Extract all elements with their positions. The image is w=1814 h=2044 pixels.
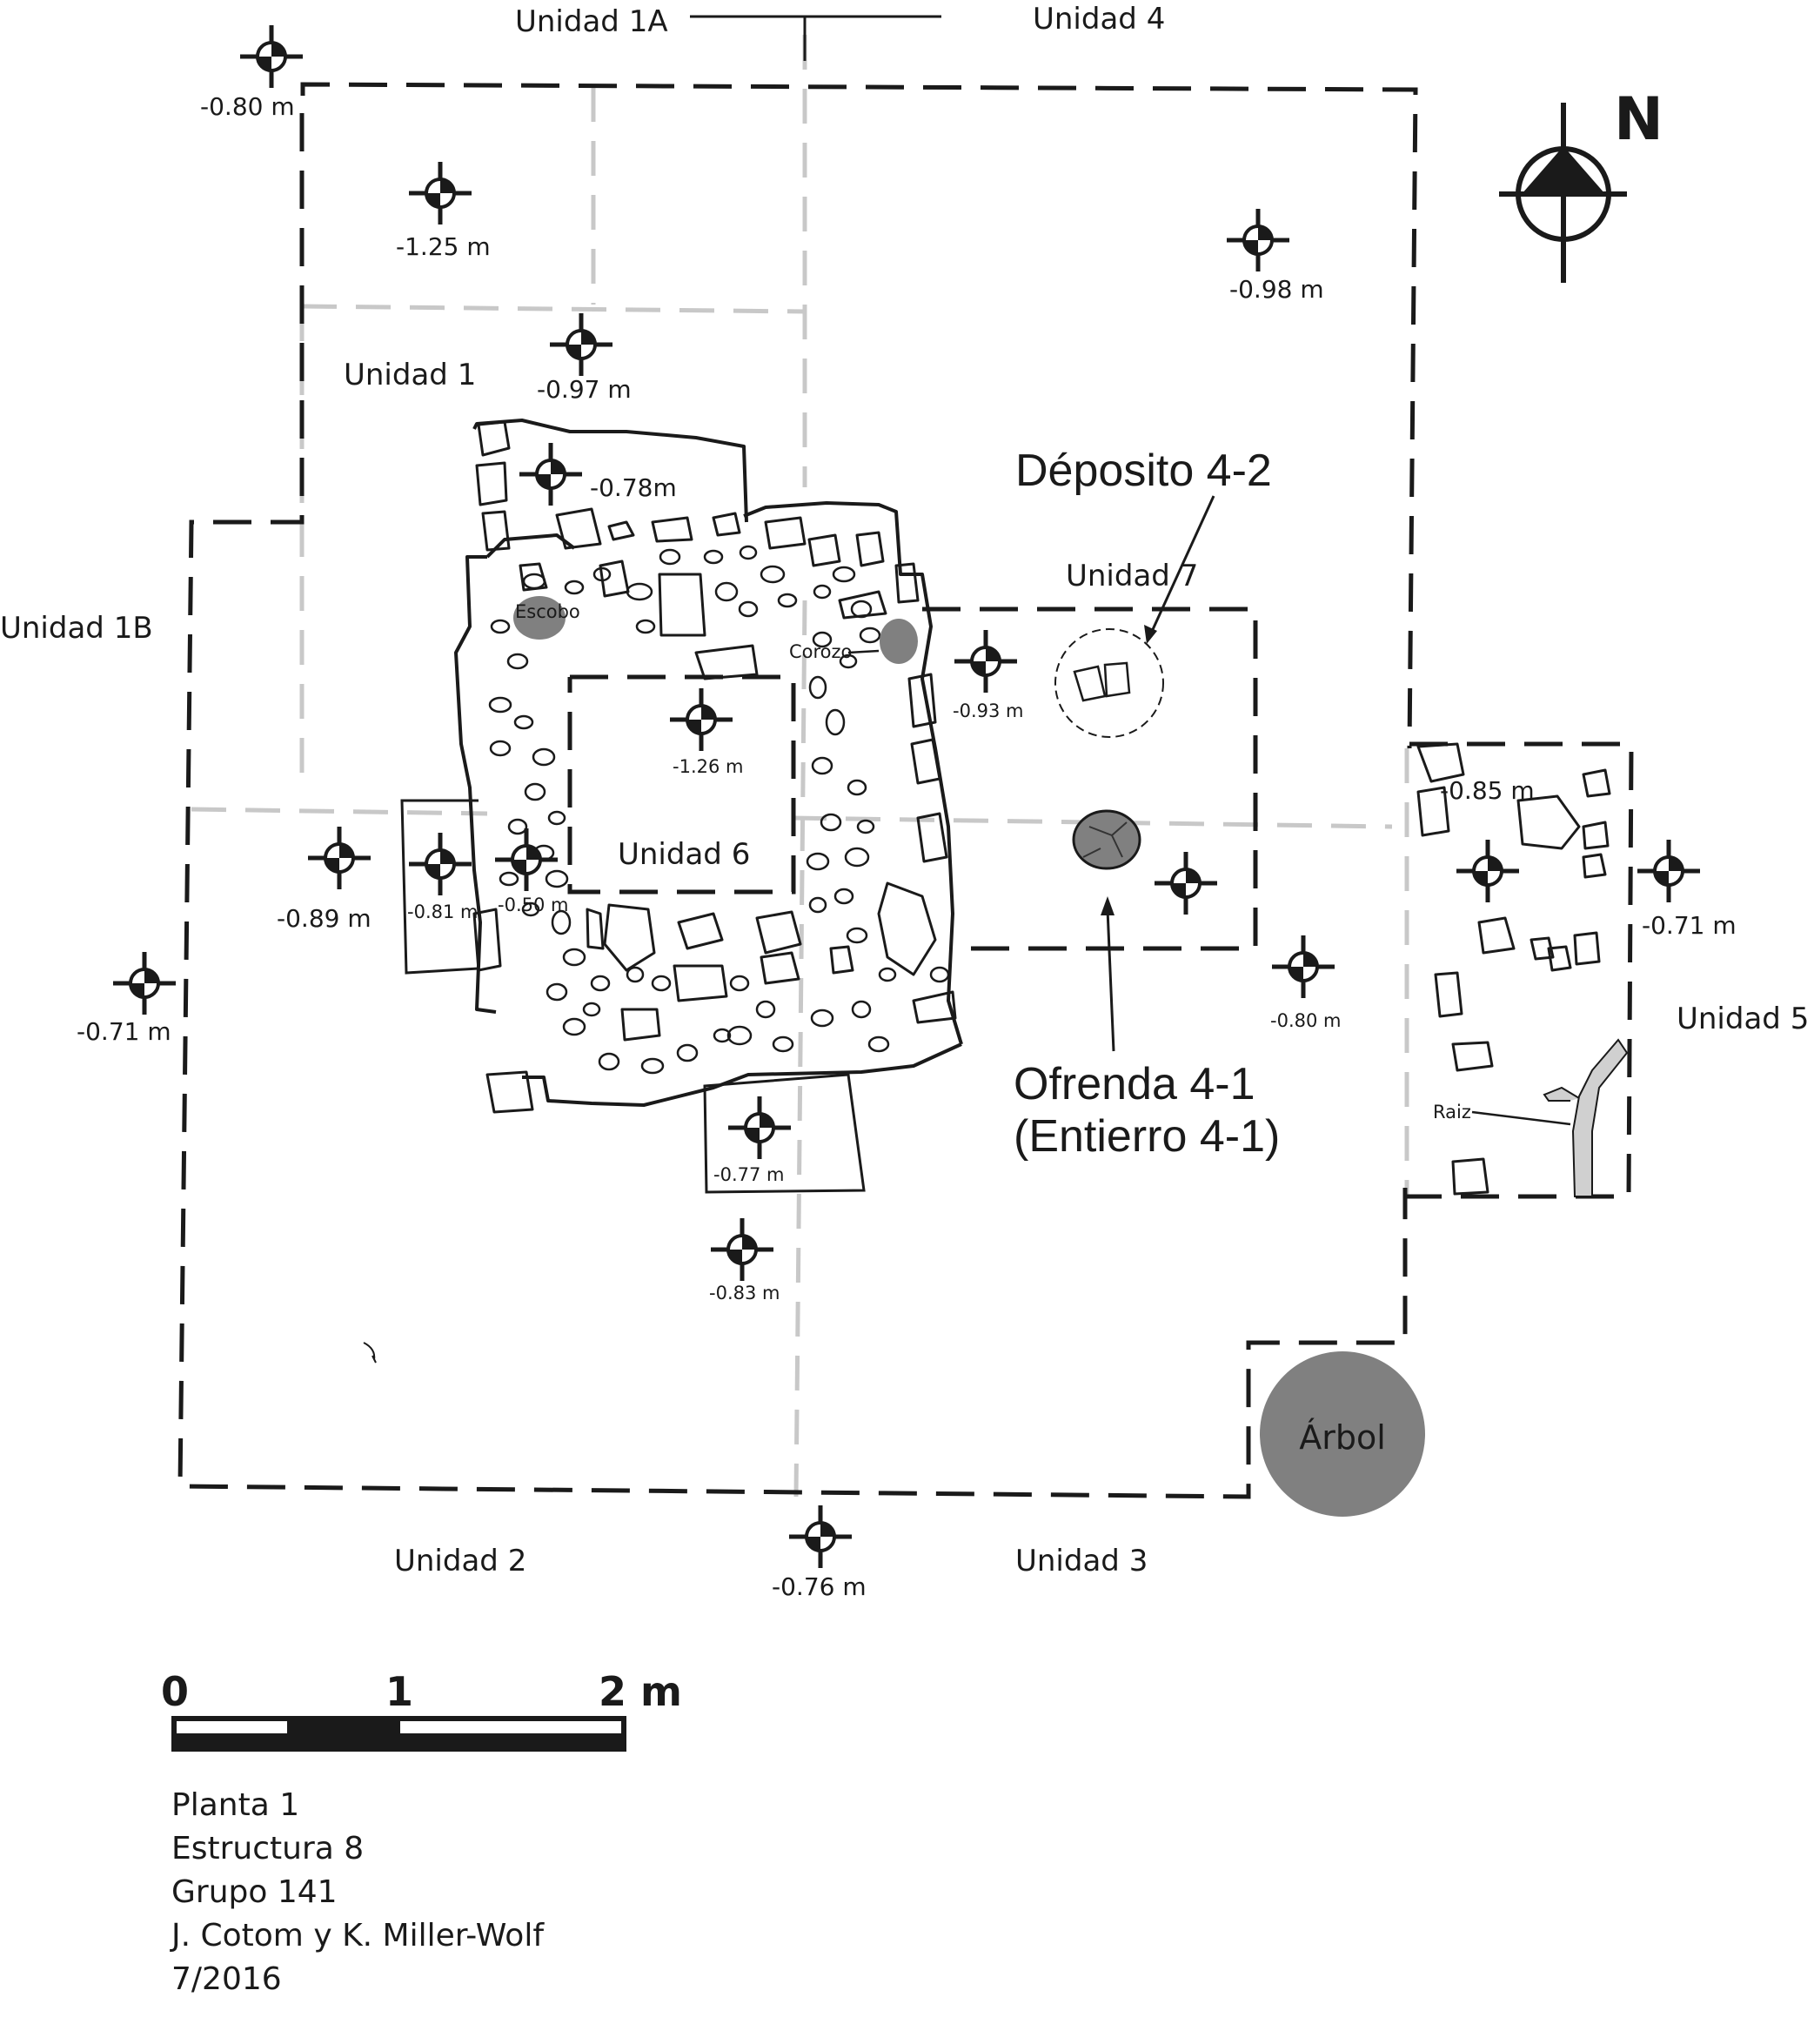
datum-label: -0.71 m: [77, 1017, 171, 1046]
datum-label: -0.81 m: [407, 901, 478, 922]
datum-label: -0.89 m: [277, 904, 372, 933]
arbol-label: Árbol: [1299, 1418, 1386, 1457]
corozo-feature: [880, 619, 918, 664]
stone-rubble-small: [488, 545, 950, 1075]
label-unidad-7: Unidad 7: [1066, 559, 1198, 593]
test-extensions: [400, 799, 866, 1194]
ofrenda-feature: [1072, 809, 1141, 870]
credit-authors: J. Cotom y K. Miller-Wolf: [171, 1918, 544, 1954]
north-label: N: [1614, 85, 1663, 154]
credit-structure: Estructura 8: [171, 1831, 365, 1866]
ofrenda-arrow: [1106, 908, 1115, 1052]
datum-label: -1.25 m: [396, 232, 491, 261]
escobo-feature: [513, 596, 566, 640]
corozo-leader: [847, 649, 880, 654]
scale-tick-2: 2 m: [599, 1668, 682, 1715]
ofrenda-title: Ofrenda 4-1: [1014, 1059, 1255, 1109]
datum-label: -0.85 m: [1440, 776, 1535, 805]
scale-tick-0: 0: [161, 1668, 189, 1715]
unit-divider-tick: [690, 15, 941, 61]
escobo-label: Escobo: [515, 601, 580, 622]
datum-label: -0.97 m: [537, 375, 632, 404]
unit-grid-lines: [191, 35, 1409, 1498]
stone-rubble-large: [472, 420, 957, 1114]
excavation-boundaries: [177, 82, 1634, 1499]
datum-label: -0.83 m: [709, 1283, 780, 1303]
datum-label: -0.78m: [590, 473, 677, 502]
raiz-leader: [1471, 1110, 1571, 1126]
corozo-label: Corozo: [789, 641, 852, 662]
label-unidad-1a: Unidad 1A: [515, 4, 668, 39]
datum-label: -0.93 m: [953, 700, 1023, 721]
datum-label: -0.76 m: [772, 1572, 867, 1601]
datum-label: -0.50 m: [498, 895, 568, 915]
credit-group: Grupo 141: [171, 1874, 338, 1910]
ofrenda-arrowhead: [1101, 896, 1115, 915]
label-unidad-6: Unidad 6: [618, 837, 750, 872]
datum-label: -0.98 m: [1229, 275, 1324, 304]
credit-date: 7/2016: [171, 1961, 282, 1997]
raiz-label: Raiz: [1433, 1102, 1471, 1123]
label-unidad-4: Unidad 4: [1033, 2, 1165, 37]
deposito-feature: [1054, 628, 1164, 738]
deposito-arrow: [1148, 495, 1215, 636]
datum-label: -0.77 m: [713, 1164, 784, 1185]
label-unidad-2: Unidad 2: [394, 1544, 526, 1578]
deposito-title: Déposito 4-2: [1015, 446, 1272, 496]
datum-label: -1.26 m: [673, 756, 743, 777]
arbol-feature: [1260, 1351, 1425, 1517]
scale-bar: 0 1 2 m: [161, 1668, 682, 1752]
datum-label: -0.71 m: [1642, 911, 1737, 940]
label-unidad-1b: Unidad 1B: [0, 611, 153, 646]
label-unidad-1: Unidad 1: [344, 358, 476, 392]
datum-label: -0.80 m: [1270, 1010, 1341, 1031]
scale-tick-1: 1: [385, 1668, 413, 1715]
unit5-stones: [1416, 742, 1611, 1196]
label-unidad-5: Unidad 5: [1677, 1002, 1809, 1036]
datum-label: -0.80 m: [200, 92, 295, 121]
plan-credits: Planta 1 Estructura 8 Grupo 141 J. Cotom…: [171, 1784, 544, 2001]
credit-plan: Planta 1: [171, 1787, 300, 1823]
entierro-title: (Entierro 4-1): [1014, 1111, 1280, 1162]
north-arrow: N: [1499, 85, 1663, 283]
small-artifact: [363, 1342, 377, 1364]
deposito-arrowhead: [1144, 625, 1157, 644]
label-unidad-3: Unidad 3: [1015, 1544, 1148, 1578]
root-feature: [1543, 1038, 1629, 1197]
